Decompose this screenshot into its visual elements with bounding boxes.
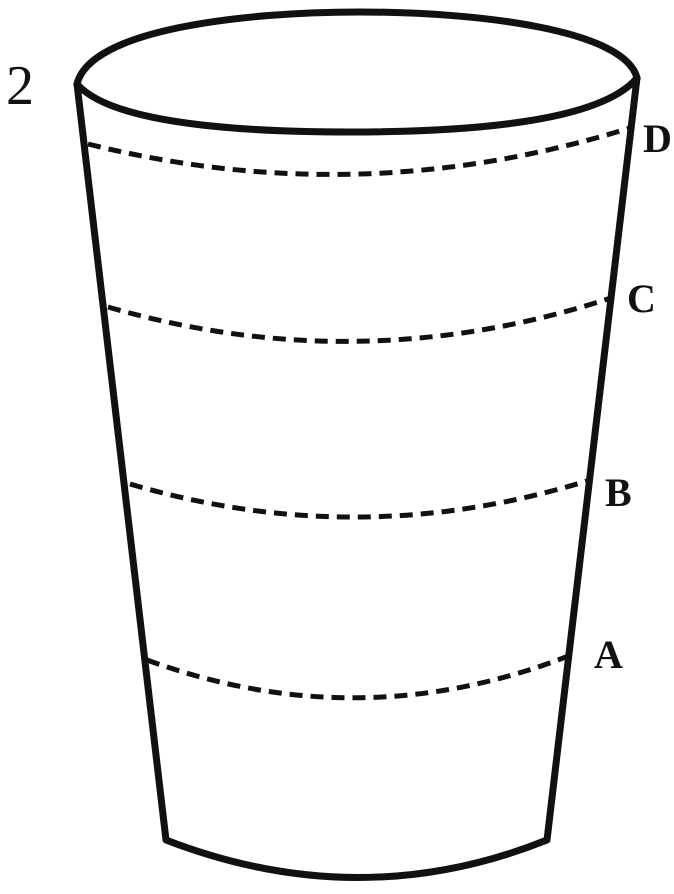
- level-line-c: [107, 295, 612, 344]
- level-label-d: D: [643, 116, 672, 161]
- level-label-a: A: [594, 632, 623, 677]
- level-line-b: [129, 477, 591, 520]
- level-label-b: B: [605, 470, 632, 515]
- cup-rim: [73, 8, 641, 136]
- level-line-a: [146, 652, 572, 701]
- level-label-c: C: [627, 276, 656, 321]
- figure-number: 2: [6, 55, 34, 117]
- cup-body: [73, 74, 641, 881]
- level-line-d: [87, 125, 631, 177]
